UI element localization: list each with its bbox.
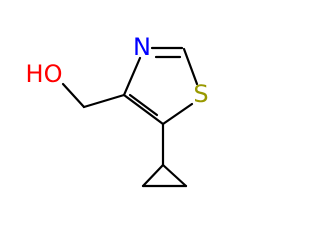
bond-cyclopropyl-1 — [141, 163, 165, 188]
structure-canvas: HO N S — [25, 33, 209, 188]
bond-c4-ch2 — [82, 93, 126, 109]
bond-c4-n3 — [122, 56, 142, 97]
bond-c2-s1 — [182, 47, 199, 86]
bond-c5-c4-double — [128, 93, 159, 117]
bond-s1-c5 — [161, 102, 194, 126]
bond-cyclopropyl-3 — [161, 163, 188, 188]
molecule-drawing: HO N S — [26, 33, 209, 188]
atom-label-sulfur: S — [193, 80, 208, 108]
bond-c5-c4 — [122, 93, 165, 126]
atom-label-nitrogen: N — [133, 33, 151, 61]
atom-label-hydroxyl: HO — [26, 60, 63, 88]
bond-ch2-o — [61, 82, 86, 109]
